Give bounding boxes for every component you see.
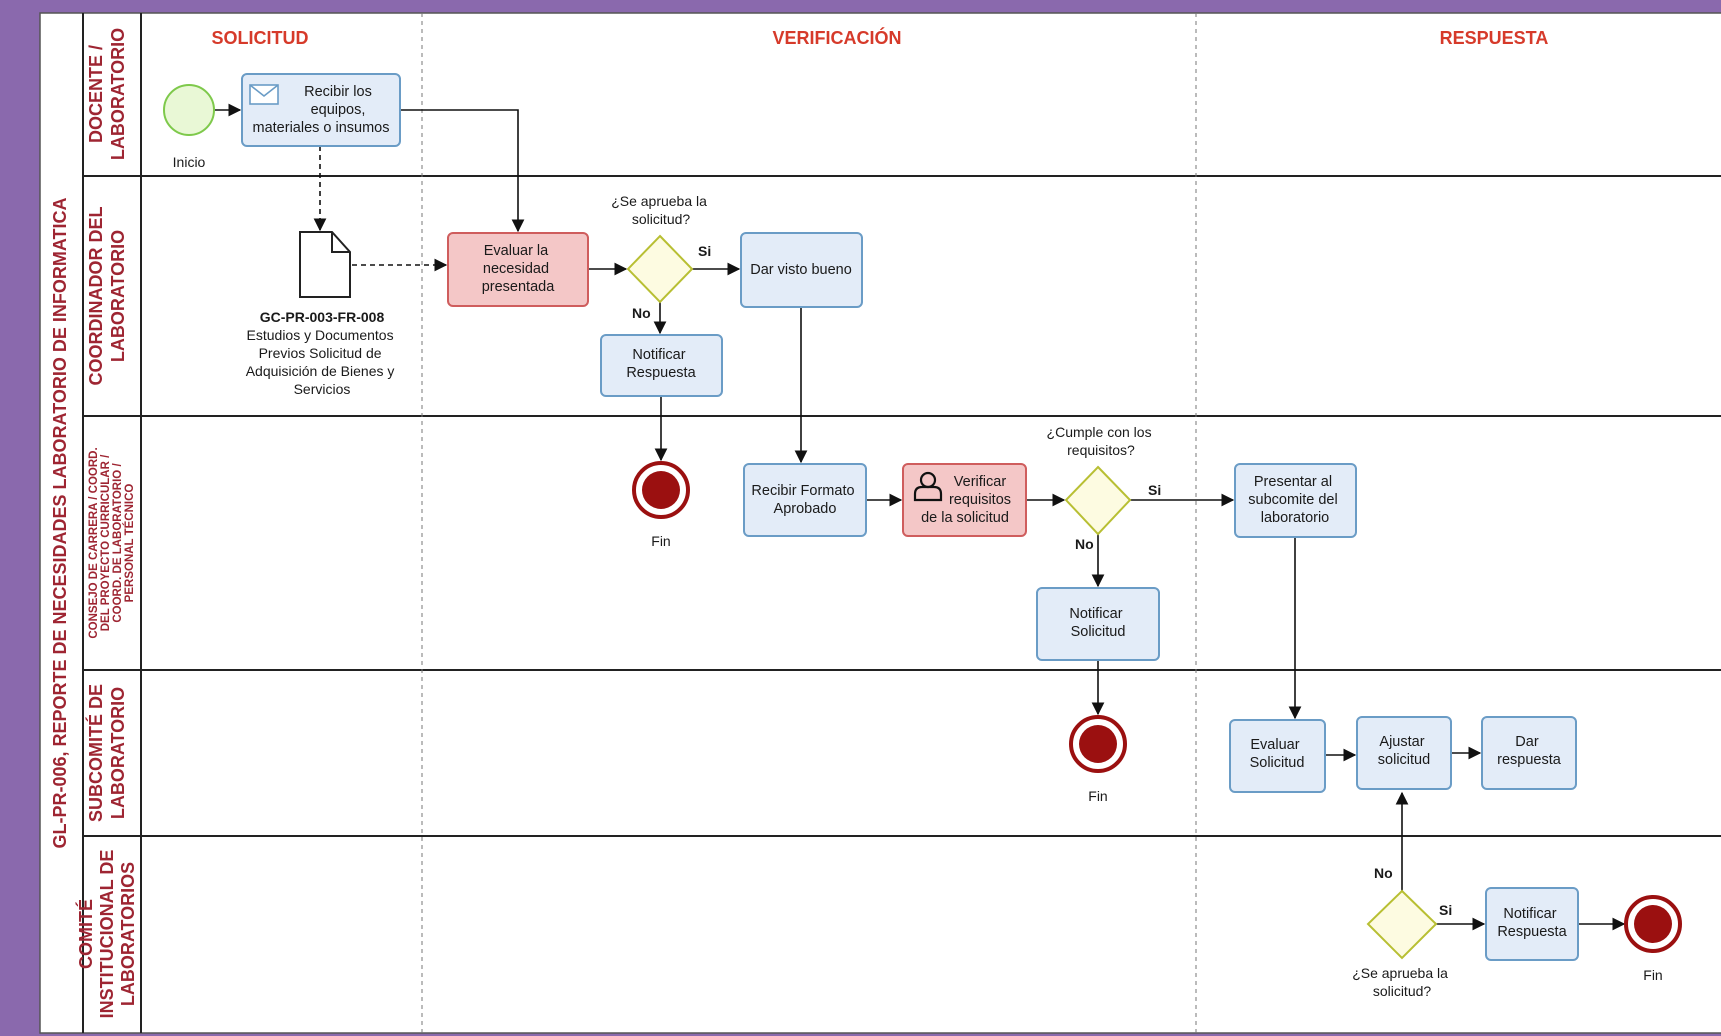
svg-text:Presentar al subcomite d: Presentar al subcomite del laboratorio — [1248, 474, 1342, 526]
svg-text:Dar visto bueno: Dar visto bueno — [750, 262, 852, 278]
svg-text:Evaluar la necesidad: Evaluar la necesidad presentada — [482, 243, 555, 295]
document-code: GC-PR-003-FR-008 — [260, 309, 385, 325]
svg-text:Notificar Respuesta: Notificar Respuesta — [1497, 906, 1567, 940]
end-event — [632, 461, 690, 519]
svg-text:Notificar Solicitud: Notificar Solicitud — [1069, 606, 1126, 640]
task-dar-respuesta: Dar respuesta — [1481, 716, 1577, 790]
task-presentar-subcomite: Presentar al subcomite del laboratorio — [1234, 463, 1357, 538]
flow-label-no: No — [1075, 536, 1094, 552]
pool-frame — [39, 12, 1721, 1034]
document-description: Estudios y Documentos Previos Solicitud … — [246, 327, 399, 397]
user-icon — [913, 471, 943, 502]
phase-title-solicitud: SOLICITUD — [212, 28, 309, 48]
flow-label-yes: Si — [1148, 482, 1161, 498]
gateway-cumple-label: ¿Cumple con los requisitos? — [1047, 424, 1156, 458]
flow-label-no: No — [632, 305, 651, 321]
task-notificar-solicitud: Notificar Solicitud — [1036, 587, 1160, 661]
flow-label-no: No — [1374, 865, 1393, 881]
task-verificar-requisitos: Verificar requisitos de la solicitud — [902, 463, 1027, 537]
gateway-aprueba — [626, 234, 694, 304]
task-dar-visto-bueno: Dar visto bueno — [740, 232, 863, 308]
task-evaluar-solicitud: Evaluar Solicitud — [1229, 719, 1326, 793]
task-recibir-equipos: Recibir los equipos, materiales o insumo… — [241, 73, 401, 147]
flow-recibir-to-evaluar — [400, 109, 525, 233]
lane-title-docente: DOCENTE /LABORATORIO — [86, 28, 128, 160]
svg-text:Evaluar Solicitud: Evaluar Solicitud — [1250, 737, 1305, 771]
flow-label-yes: Si — [1439, 902, 1452, 918]
end-event-label: Fin — [1088, 788, 1107, 804]
svg-text:Recibir los equipos,: Recibir los equipos, materiales o insumo… — [253, 84, 390, 136]
flow-label-yes: Si — [698, 243, 711, 259]
svg-text:Ajustar solicitud: Ajustar solicitud — [1378, 734, 1430, 768]
gateway-aprueba — [1366, 889, 1438, 960]
svg-text:Verificar requisitos: Verificar requisitos de la solicitud — [921, 474, 1015, 526]
start-event-label: Inicio — [173, 154, 206, 170]
task-ajustar-solicitud: Ajustar solicitud — [1356, 716, 1452, 790]
document-icon — [299, 231, 351, 298]
task-recibir-formato: Recibir Formato Aprobado — [743, 463, 867, 537]
start-event — [163, 84, 215, 136]
pool-title: GL-PR-006, REPORTE DE NECESIDADES LABORA… — [50, 197, 70, 848]
gateway-aprueba-label: ¿Se aprueba la solicitud? — [611, 193, 711, 227]
svg-text:Recibir Formato Aprobado: Recibir Formato Aprobado — [751, 483, 858, 517]
task-evaluar-necesidad: Evaluar la necesidad presentada — [447, 232, 589, 307]
task-notificar-respuesta: Notificar Respuesta — [1485, 887, 1579, 961]
gateway-aprueba-label: ¿Se aprueba la solicitud? — [1352, 965, 1452, 999]
lane-title-comite: COMITÉINSTITUCIONAL DELABORATORIOS — [75, 850, 138, 1019]
end-event-label: Fin — [651, 533, 670, 549]
gateway-cumple — [1064, 465, 1132, 536]
svg-text:Dar respuesta: Dar respuesta — [1497, 734, 1562, 768]
end-event — [1069, 715, 1127, 773]
end-event — [1624, 895, 1682, 953]
task-notificar-respuesta: Notificar Respuesta — [600, 334, 723, 397]
lane-title-consejo: CONSEJO DE CARRERA / COORD.DEL PROYECTO … — [88, 447, 136, 638]
envelope-icon — [249, 84, 279, 105]
svg-text:Notificar Respuesta: Notificar Respuesta — [626, 347, 696, 381]
phase-title-respuesta: RESPUESTA — [1440, 28, 1549, 48]
phase-title-verificacion: VERIFICACIÓN — [772, 27, 901, 48]
end-event-label: Fin — [1643, 967, 1662, 983]
